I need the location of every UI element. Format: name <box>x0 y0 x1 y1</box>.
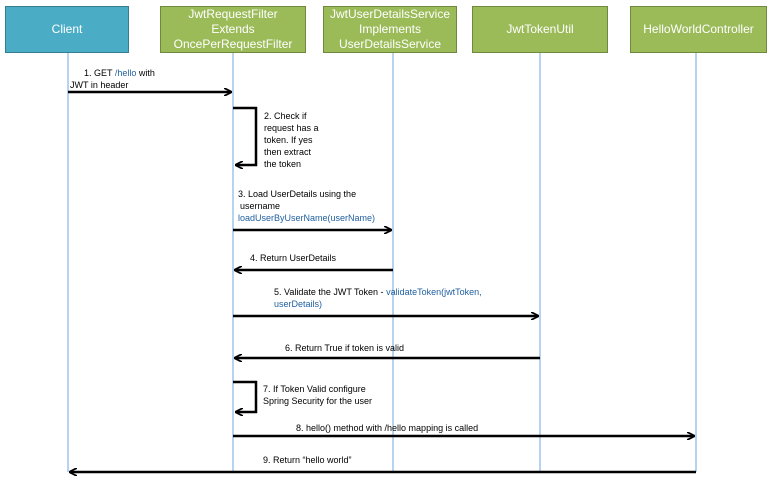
participant-label-line: Implements <box>358 22 422 36</box>
participant-jwt-user-details-service: JwtUserDetailsService Implements UserDet… <box>323 6 457 53</box>
participant-jwt-token-util: JwtTokenUtil <box>472 6 608 53</box>
participant-label-line: JwtUserDetailsService <box>329 7 451 21</box>
message-1: 1. GET /hello with JWT in header <box>70 67 155 91</box>
participant-label-line: OncePerRequestFilter <box>173 37 293 51</box>
arrow-2-self <box>233 106 258 165</box>
message-1-line: 1. GET /hello with <box>84 68 155 78</box>
arrow-7-self <box>233 380 258 412</box>
message-5: 5. Validate the JWT Token - validateToke… <box>274 287 482 309</box>
participant-label: JwtTokenUtil <box>506 22 574 36</box>
participant-hello-world-controller: HelloWorldController <box>630 6 767 53</box>
participant-jwt-request-filter: JwtRequestFilter Extends OncePerRequestF… <box>160 6 306 53</box>
message-2: 2. Check if request has a token. If yes … <box>264 111 319 169</box>
message-9: 9. Return “hello world” <box>263 455 352 465</box>
message-3: 3. Load UserDetails using the username l… <box>238 189 376 223</box>
participant-label-line: UserDetailsService <box>338 37 442 51</box>
message-6: 6. Return True if token is valid <box>285 343 405 353</box>
participant-label: Client <box>51 22 83 36</box>
message-5-line: 5. Validate the JWT Token - validateToke… <box>274 287 482 297</box>
message-1-line2: JWT in header <box>70 80 129 90</box>
participant-label: HelloWorldController <box>643 22 754 36</box>
participant-client: Client <box>5 6 129 53</box>
message-8: 8. hello() method with /hello mapping is… <box>296 423 479 433</box>
message-4: 4. Return UserDetails <box>250 253 337 263</box>
participant-label-line: Extends <box>211 22 255 36</box>
message-7: 7. If Token Valid configure Spring Secur… <box>263 384 373 406</box>
participant-label-line: JwtRequestFilter <box>188 7 278 21</box>
